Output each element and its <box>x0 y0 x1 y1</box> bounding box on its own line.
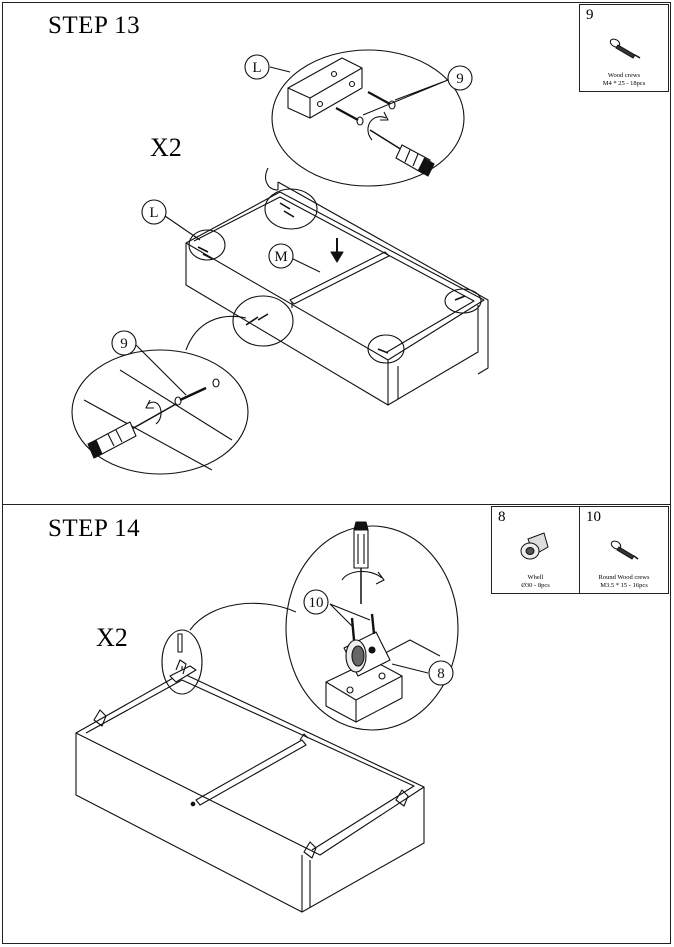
callout-9-top <box>447 65 473 91</box>
screw-icon <box>609 38 641 59</box>
down-arrow-icon <box>330 238 344 263</box>
detail-circle <box>264 188 318 230</box>
screw-icon <box>610 540 639 560</box>
part-box-wood-screws: 9 Wood crews M4 * 25 - 18pcs <box>579 4 669 92</box>
part-spec: M4 * 25 - 18pcs <box>602 79 646 87</box>
screwdriver-icon <box>87 403 177 459</box>
part-number: 8 <box>498 509 506 525</box>
callout-8 <box>428 660 454 686</box>
screw-icon <box>174 378 220 406</box>
callout-10-label: 10 <box>309 595 324 611</box>
callout-L-top-label: L <box>252 60 261 76</box>
part-spec: M3.5 * 15 - 16pcs <box>600 581 648 589</box>
part-box-round-wood-screws: 10 Round Wood crews M3.5 * 15 - 16pcs <box>579 506 669 594</box>
wheel-caster-icon <box>343 631 391 677</box>
callout-L-top <box>244 54 270 80</box>
screwdriver-icon <box>369 129 435 177</box>
part-name: Whell <box>527 574 544 581</box>
callout-L-side <box>141 199 167 225</box>
step14-panel <box>2 504 671 944</box>
callout-M-label: M <box>274 249 287 265</box>
step14-title: STEP 14 <box>48 515 141 542</box>
callout-L-side-label: L <box>149 205 158 221</box>
screw-icon <box>335 91 396 126</box>
part-name: Wood crews <box>607 72 641 79</box>
callout-10 <box>303 589 329 615</box>
step13-title: STEP 13 <box>48 12 141 39</box>
callout-9-bottom-label: 9 <box>120 336 128 352</box>
detail-circle <box>444 288 482 314</box>
step13-multiplier: X2 <box>150 133 182 162</box>
block-L <box>287 57 363 119</box>
step13-drawer-frame <box>185 181 489 406</box>
screwdriver-icon <box>353 521 369 604</box>
rotation-arrow-icon <box>145 399 162 425</box>
detail-circle <box>232 295 294 347</box>
detail-circle <box>188 229 226 261</box>
part-name: Round Wood crews <box>598 574 650 581</box>
rotation-arrow-icon <box>367 111 389 141</box>
callout-9-bottom <box>111 330 137 356</box>
detail-circle <box>367 334 405 364</box>
step14-multiplier: X2 <box>96 623 128 652</box>
callout-8-label: 8 <box>437 666 445 682</box>
wheel-caster-icon <box>520 532 549 560</box>
part-number: 10 <box>586 509 601 525</box>
callout-9-top-label: 9 <box>456 71 464 87</box>
part-spec: Ø30 - 8pcs <box>521 581 550 589</box>
screw-icon <box>350 613 376 641</box>
part-number: 9 <box>586 7 594 23</box>
step14-drawer-frame <box>75 666 425 913</box>
callout-M <box>268 243 294 269</box>
rotation-arrow-icon <box>341 570 385 585</box>
part-box-wheel: 8 Whell Ø30 - 8pcs <box>491 506 580 594</box>
wheel-caster-icon <box>169 633 197 683</box>
